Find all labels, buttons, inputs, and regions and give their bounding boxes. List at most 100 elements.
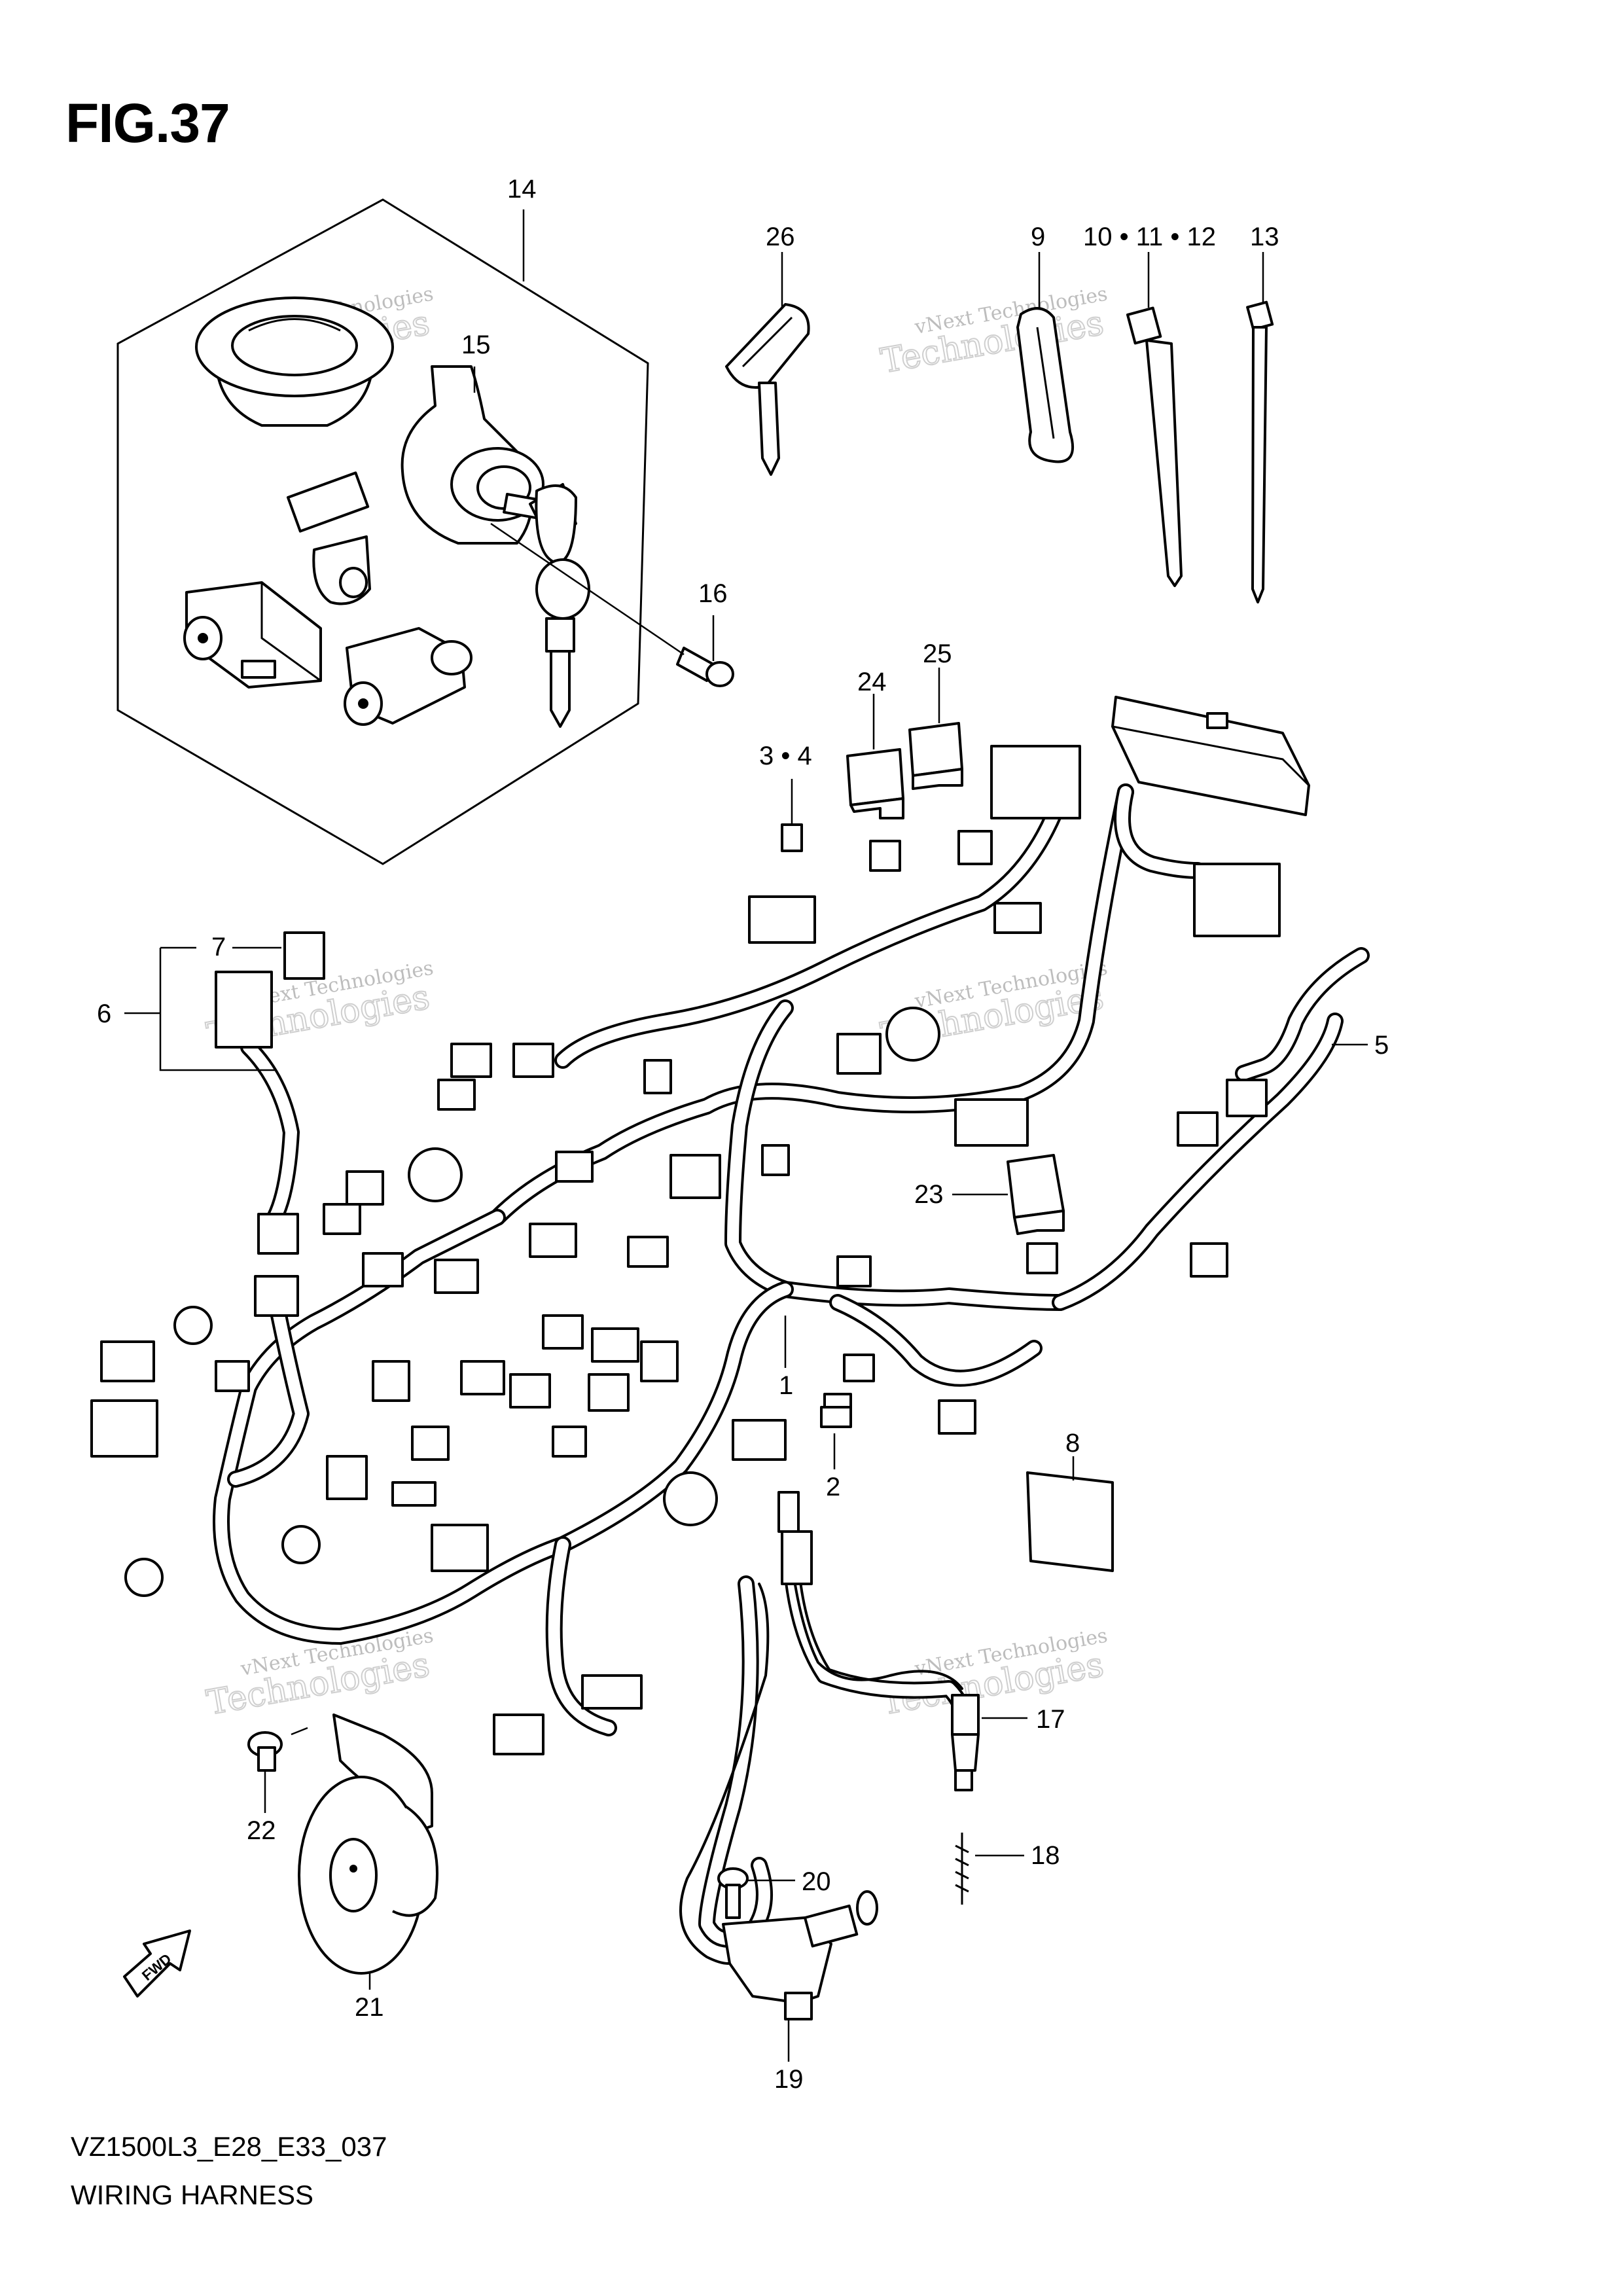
harness-connectors (90, 745, 1281, 1755)
connector (100, 1340, 155, 1382)
wiring-label (1026, 1456, 1114, 1572)
connector (663, 1471, 718, 1526)
key-blank (725, 252, 810, 476)
connector (509, 1373, 551, 1408)
connector (1026, 1242, 1058, 1274)
relay-23 (846, 694, 904, 819)
connector (542, 1314, 584, 1350)
connector (843, 1354, 875, 1382)
harness-clamp (1016, 252, 1074, 463)
horn (298, 1713, 438, 1975)
connector (993, 902, 1042, 934)
bolt-20 (717, 1867, 749, 1919)
callout-22: 22 (247, 1816, 276, 1845)
ecm-connector (1111, 696, 1310, 816)
connector (493, 1713, 544, 1755)
connector (581, 1674, 643, 1710)
connector (437, 1079, 476, 1111)
relay-25 (908, 668, 963, 790)
connector (215, 971, 273, 1049)
clamp-band (1126, 252, 1183, 587)
connector (552, 1426, 587, 1458)
connector (450, 1043, 492, 1078)
callout-19: 19 (774, 2065, 804, 2094)
connector (124, 1558, 164, 1597)
ignition-cover-ring (195, 296, 394, 427)
connector (215, 1360, 250, 1392)
connector (836, 1033, 882, 1075)
connector (1177, 1111, 1219, 1147)
figure-title: FIG.37 (65, 92, 230, 154)
connector (640, 1340, 679, 1382)
lock-cylinder (287, 471, 371, 605)
connector (954, 1098, 1029, 1147)
connector (957, 830, 993, 865)
connector (529, 1223, 577, 1258)
callout-7: 7 (211, 933, 226, 961)
connector (938, 1399, 976, 1435)
rear-brake-switch (679, 1583, 878, 2020)
connector (460, 1360, 505, 1395)
connector (283, 931, 325, 980)
connector (431, 1524, 489, 1572)
connector (362, 1252, 404, 1287)
main-wiring-harness (213, 783, 1370, 1948)
cable-tie (1246, 252, 1274, 603)
connector (588, 1373, 630, 1412)
return-spring (955, 1833, 969, 1905)
callout-21: 21 (355, 1993, 384, 2022)
connector (323, 1203, 361, 1235)
callout-5: 5 (1374, 1031, 1389, 1060)
side-stand-switch (777, 1491, 980, 1791)
connector (1193, 863, 1281, 937)
callout-25: 25 (923, 639, 952, 668)
connector (820, 1406, 852, 1428)
connector (173, 1306, 213, 1345)
connector (885, 1007, 940, 1062)
connector (1226, 1079, 1268, 1117)
callout-23: 24 (857, 668, 887, 696)
callout-6: 6 (97, 999, 111, 1028)
diagram-name: WIRING HARNESS (71, 2179, 314, 2210)
bolt-22 (247, 1727, 308, 1772)
callout-8: 8 (1065, 1429, 1080, 1458)
connector (90, 1399, 158, 1458)
model-code: VZ1500L3_E28_E33_037 (71, 2131, 387, 2162)
ignition-key (535, 484, 590, 728)
callout-labels: 14 15 16 26 9 10 • 11 • 12 13 24 25 3 • … (97, 175, 1389, 2094)
callout-15: 15 (461, 331, 491, 359)
connector (254, 1275, 299, 1317)
connector (391, 1481, 437, 1507)
callout-17: 17 (1036, 1705, 1065, 1734)
callout-26: 26 (766, 223, 795, 251)
connector (434, 1259, 479, 1294)
front-direction-arrow: FWD (123, 1929, 191, 1998)
callout-1: 1 (779, 1371, 793, 1400)
callout-18: 18 (1031, 1841, 1060, 1870)
callout-2: 2 (826, 1473, 840, 1501)
callout-14: 14 (507, 175, 537, 204)
connector (627, 1236, 669, 1268)
connector (748, 895, 816, 944)
connector (990, 745, 1081, 819)
callout-13: 13 (1250, 223, 1279, 251)
callout-3-4: 3 • 4 (759, 742, 812, 770)
callout-24: 23 (914, 1180, 944, 1209)
screw-16 (490, 522, 734, 687)
connector (761, 1144, 790, 1176)
connector (643, 1059, 672, 1094)
connector (257, 1213, 299, 1255)
connector (869, 840, 901, 872)
connector (408, 1147, 463, 1202)
callout-20: 20 (802, 1867, 831, 1896)
fuel-lock-cylinder (344, 627, 473, 726)
callout-10-12: 10 • 11 • 12 (1083, 223, 1216, 251)
ignition-switch-set (116, 198, 649, 865)
seat-lock-cylinder (183, 581, 322, 689)
connector (591, 1327, 639, 1363)
callout-16: 16 (698, 579, 728, 608)
callout-9: 9 (1031, 223, 1045, 251)
fuse (781, 779, 803, 852)
connector (555, 1151, 594, 1183)
